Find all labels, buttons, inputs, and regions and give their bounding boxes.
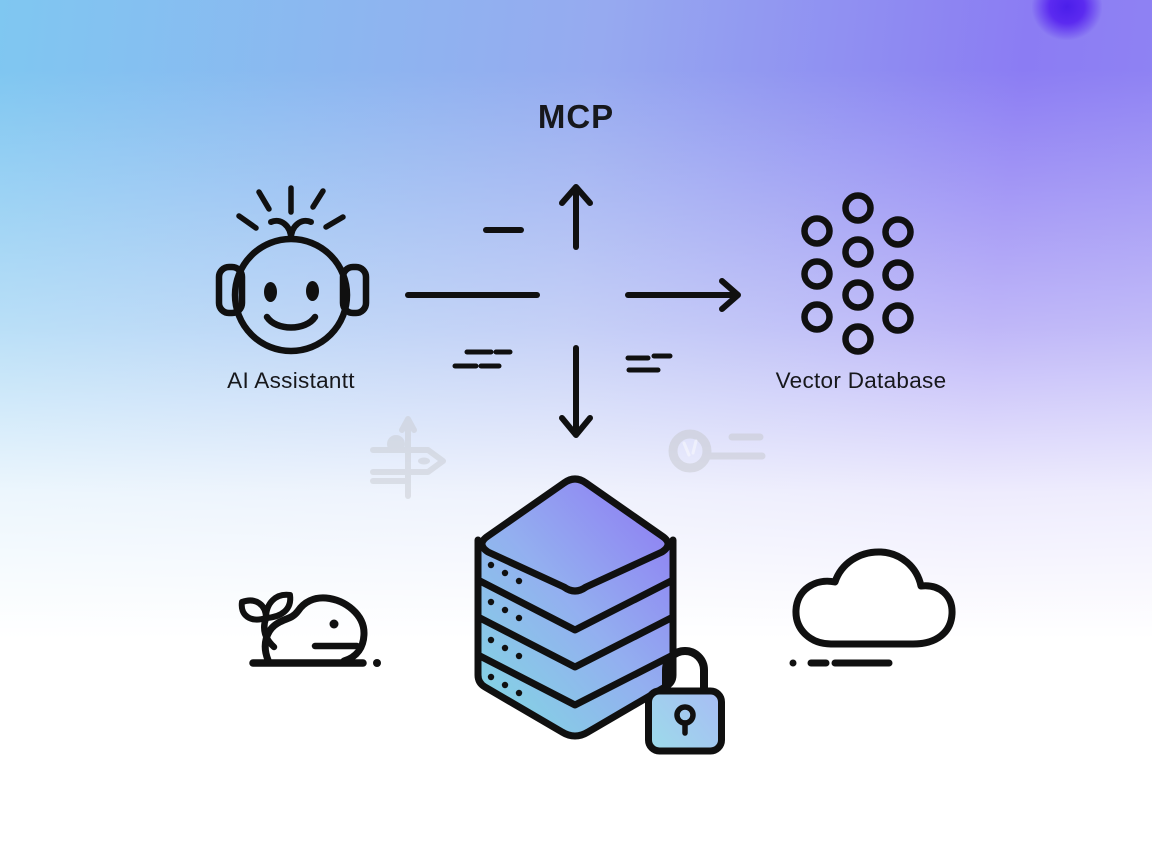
- key-icon: [668, 429, 766, 473]
- baseline-dot: [373, 659, 381, 667]
- right-dash-cluster: [625, 353, 673, 373]
- server-body: [478, 540, 673, 736]
- whale-tail-leaf-right: [263, 591, 294, 621]
- whale-icon: [238, 591, 381, 667]
- right-ear: [339, 263, 370, 317]
- whale-tail-leaf-left: [238, 597, 269, 623]
- right-eye: [306, 281, 319, 301]
- lock-shackle: [662, 647, 708, 696]
- whale-eye: [329, 619, 339, 629]
- cloud-outline: [792, 548, 956, 648]
- diagram-title: MCP: [537, 98, 615, 135]
- arrow-banner: [370, 447, 446, 475]
- up-arrow-icon: [559, 184, 593, 250]
- server-led-dots: [487, 561, 523, 697]
- whale-body: [261, 594, 368, 665]
- cloud-underline-dashes: [789, 659, 893, 667]
- vector-db-label: Vector Database: [775, 368, 947, 393]
- down-arrow-icon: [559, 345, 593, 438]
- cloud-icon: [789, 548, 956, 667]
- vector-database-dots-icon: [801, 192, 914, 355]
- assistant-label: AI Assistantt: [227, 368, 355, 393]
- left-ear: [215, 263, 246, 317]
- antenna-sprout: [268, 218, 314, 242]
- signpost-arrow-icon: [370, 416, 446, 499]
- head-circle: [231, 235, 351, 355]
- corner-blob: [1032, 0, 1102, 40]
- sparkle-rays-icon: [236, 185, 346, 231]
- server-stack-icon: [474, 475, 725, 755]
- left-eye: [264, 282, 277, 302]
- smile: [263, 313, 319, 331]
- key-ring: [668, 429, 712, 473]
- pole-tip: [399, 416, 417, 433]
- mcp-connection-arrows: [405, 184, 741, 438]
- server-layer-lines: [474, 576, 677, 709]
- server-top-face: [478, 475, 672, 595]
- right-arrow-icon: [625, 278, 741, 312]
- left-dash-cluster: [452, 349, 513, 369]
- padlock-icon: [645, 647, 725, 755]
- ai-assistant-face-icon: [215, 185, 370, 355]
